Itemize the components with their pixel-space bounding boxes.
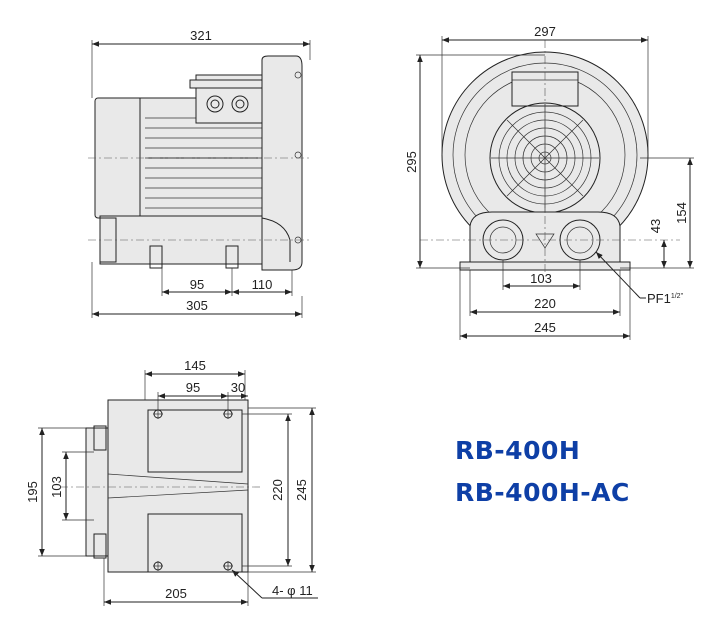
dim-overall-length: 321 (190, 28, 212, 43)
dim-height-outer: 245 (294, 479, 309, 501)
dim-left-outer: 195 (25, 481, 40, 503)
dim-base-length: 305 (186, 298, 208, 313)
dim-hole-edge: 30 (231, 380, 245, 395)
front-view: 297 295 154 43 103 220 245 PF11/2" (404, 24, 694, 340)
dim-foot-span: 95 (190, 277, 204, 292)
dim-width-top: 145 (184, 358, 206, 373)
dim-base-inner: 220 (534, 296, 556, 311)
model-name-primary: RB-400H (455, 436, 581, 465)
port-label: PF11/2" (647, 291, 684, 306)
dim-outlet-height: 154 (674, 202, 689, 224)
side-view: 321 95 110 305 (88, 28, 311, 318)
dim-height: 295 (404, 151, 419, 173)
model-name-secondary: RB-400H-AC (455, 478, 630, 507)
dim-height-inner: 220 (270, 479, 285, 501)
dim-base-outer: 245 (534, 320, 556, 335)
base-view: 145 95 30 245 220 195 103 205 4- φ 1 (25, 358, 318, 606)
dim-width: 297 (534, 24, 556, 39)
dim-left-inner: 103 (49, 476, 64, 498)
holes-label: 4- φ 11 (272, 583, 313, 598)
dim-port-spacing: 103 (530, 271, 552, 286)
dim-foot-offset: 110 (252, 277, 273, 292)
dim-port-height: 43 (648, 219, 663, 233)
dim-bottom-length: 205 (165, 586, 187, 601)
dim-hole-offset: 95 (186, 380, 200, 395)
